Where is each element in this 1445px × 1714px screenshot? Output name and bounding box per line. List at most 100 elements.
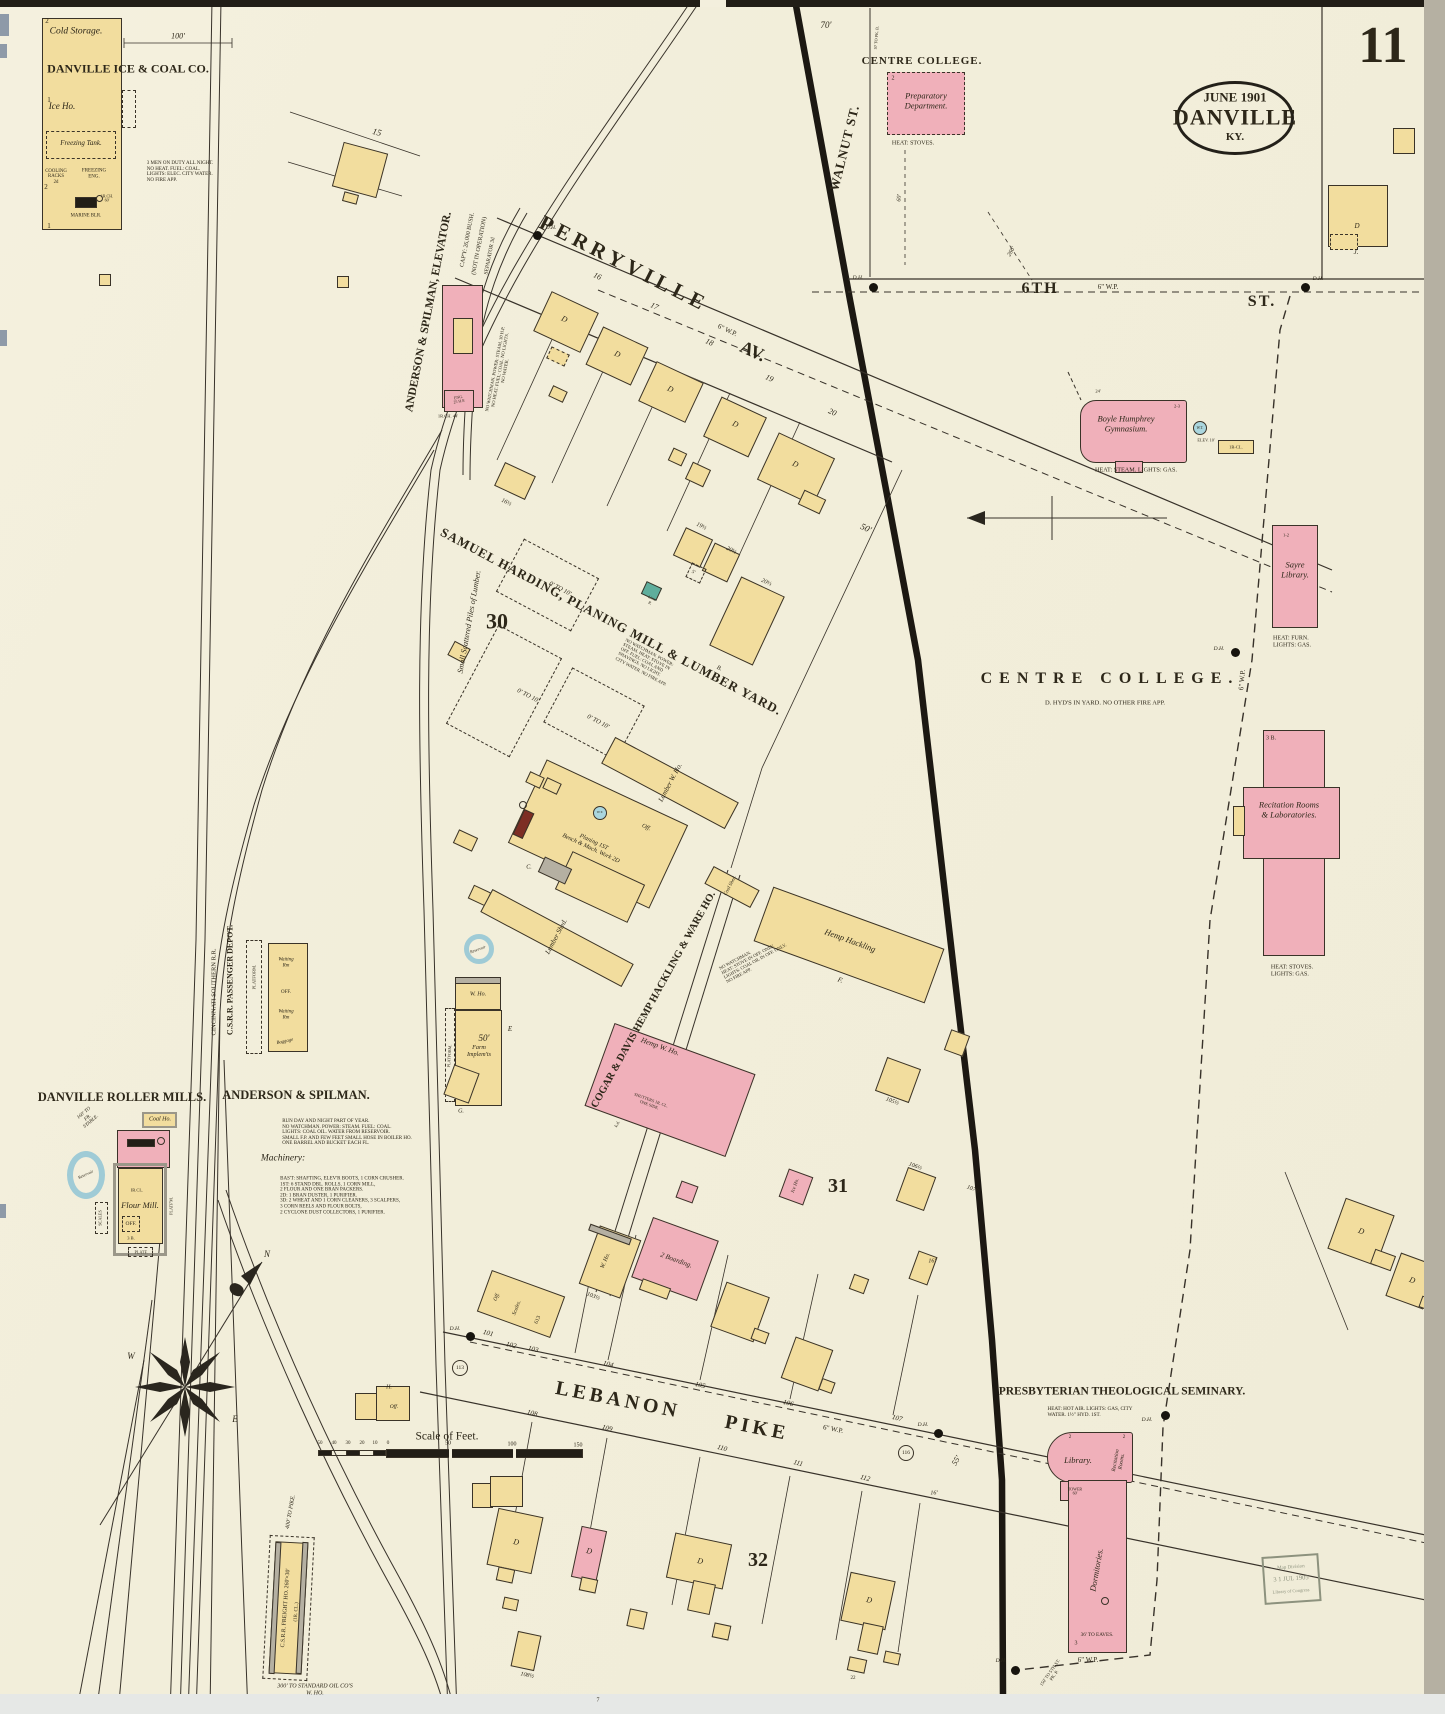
block30-east [730,469,903,869]
hydrant-label: D.H. [1312,275,1324,282]
margin-dwelling: D [1354,222,1360,231]
left-tab-1 [0,14,9,36]
left-tab-4 [0,1204,6,1218]
hay-h: H. [386,1384,392,1391]
depot-waiting-1: Waiting Rm [278,957,294,968]
rr-passenger-depot: C.S.R.R. PASSENGER DEPOT. [225,924,235,1036]
machinery-note: BAS'T: SHAFTING, ELEV'R BOOTS, 1 CORN CR… [280,1176,404,1215]
depot-platform: PLATFORM. [251,964,257,990]
title-oval [1176,81,1294,155]
sayre-label: Sayre Library. [1281,559,1309,579]
rail-yard-d [223,1059,249,1714]
seminary-2a: 2 [1068,1435,1072,1441]
planing-wt-circle [593,806,607,820]
rail-yard-a [195,429,443,1714]
margin-bldg-c [1330,234,1358,250]
hydrant-dot [1010,1665,1020,1675]
margin-bldg-a [1393,128,1415,154]
prep-building [887,72,965,135]
b32-shed-a [626,1608,648,1630]
lebanon-wp [469,1341,1445,1548]
compass-ray-n [180,1337,190,1387]
gym-annex [1115,461,1143,473]
pike-lot-n4 [892,1294,919,1416]
seminary-title: PRESBYTERIAN THEOLOGICAL SEMINARY. [998,1385,1246,1398]
centre-college: CENTRE COLLEGE. [980,670,1240,688]
recitation-3b: 3 B. [1265,735,1277,742]
seminary-tower: TOWER 60' [1067,1486,1083,1496]
scale-150: 150 [573,1442,583,1449]
machinery-title: Machinery: [260,1153,306,1164]
scale-10: 10 [372,1441,378,1447]
prep-label: Preparatory Department. [904,90,948,110]
mills-scales: SCALES [97,1210,103,1226]
farm-who: W. Ho. [469,991,487,998]
ice-plant-main [42,18,122,230]
prep-2: 2 [891,75,895,82]
recitation-notch [1233,806,1245,836]
hydrant-label: D.H. [917,1421,929,1428]
scale-title: Scale of Feet. [415,1430,479,1443]
scale-40: 40 [331,1441,337,1447]
east-lot-line [1284,1171,1349,1331]
ice-cold-storage: Cold Storage. [49,26,103,37]
num-113: 113 [455,1364,465,1371]
scalebar-seg-3 [373,1450,386,1456]
wp-seminary: 6" W.P. [1077,1656,1099,1665]
gym-wt-circle [1193,421,1207,435]
campus-boundary [1017,295,1291,1671]
farm-who-strip [455,977,501,984]
section-arrow-head [967,511,985,525]
block-32: 32 [748,1548,768,1571]
flour-mill: Flour Mill. [121,1200,159,1211]
dim-16a: 16' [928,1258,936,1265]
ice-chimney: 1R.CH. 60' [100,193,114,203]
pike-lot-s3 [671,1456,701,1606]
recitation-note: HEAT: STOVES. LIGHTS: GAS. [1270,964,1314,977]
scale-0: 0 [386,1439,390,1446]
hay-office: Off. [389,1403,399,1410]
mills-ircl: IR.CL. [130,1187,144,1193]
hydrant-dot [1300,282,1310,292]
rail-main-a [428,3,699,1714]
ice-marine-blr: MARINE BLR. [70,213,102,219]
elevator-chimney: 1R.CH. 44' [437,413,459,419]
centre-note: D. HYD'S IN YARD. NO OTHER FIRE APP. [1044,699,1166,707]
perryville-north [496,217,1333,571]
sayre-building [1272,525,1318,628]
shed-a [99,274,111,286]
gym-label: Boyle Humphrey Gymnasium. [1097,413,1155,433]
compass-ray-s [180,1387,190,1437]
hydrant-label: D.H. [1213,645,1225,652]
block-31: 31 [828,1174,848,1197]
elevator-core [453,318,473,354]
scalebar-seg-2 [346,1450,360,1456]
depot-platform-box [246,940,262,1054]
mills-coal-ho [142,1112,177,1128]
hydrant-dot [868,282,878,292]
margin-j: J. [1353,248,1359,257]
page-mark: 7 [596,1697,600,1704]
hydrant-label: D.H. [545,224,557,231]
sayre-12: 1-2 [1283,532,1289,538]
compound-2b [490,1476,523,1507]
farm-platform-box [445,1008,455,1102]
ice-freezing-tank: Freezing Tank. [60,139,102,148]
dorm-wt [1101,1597,1109,1605]
scale-50l: 50 [317,1441,323,1447]
marine-blr-circle [96,195,103,202]
lebanon-north [442,1331,1445,1540]
planing-chimney [519,801,527,809]
rail-freight-b [217,1199,447,1714]
left-tab-2 [0,44,7,58]
hydrant-dot [532,230,542,240]
num-1b: 1 [47,222,51,231]
pike-lot-s6 [897,1502,921,1653]
depot-office: OFF. [280,990,292,996]
num-22: 22 [850,1676,856,1682]
rail-1 [169,0,213,1714]
mills-coal-house: Coal Ho. [148,1116,172,1123]
ice-freezing-tank-box [46,131,116,159]
compass-w: W [127,1350,135,1361]
